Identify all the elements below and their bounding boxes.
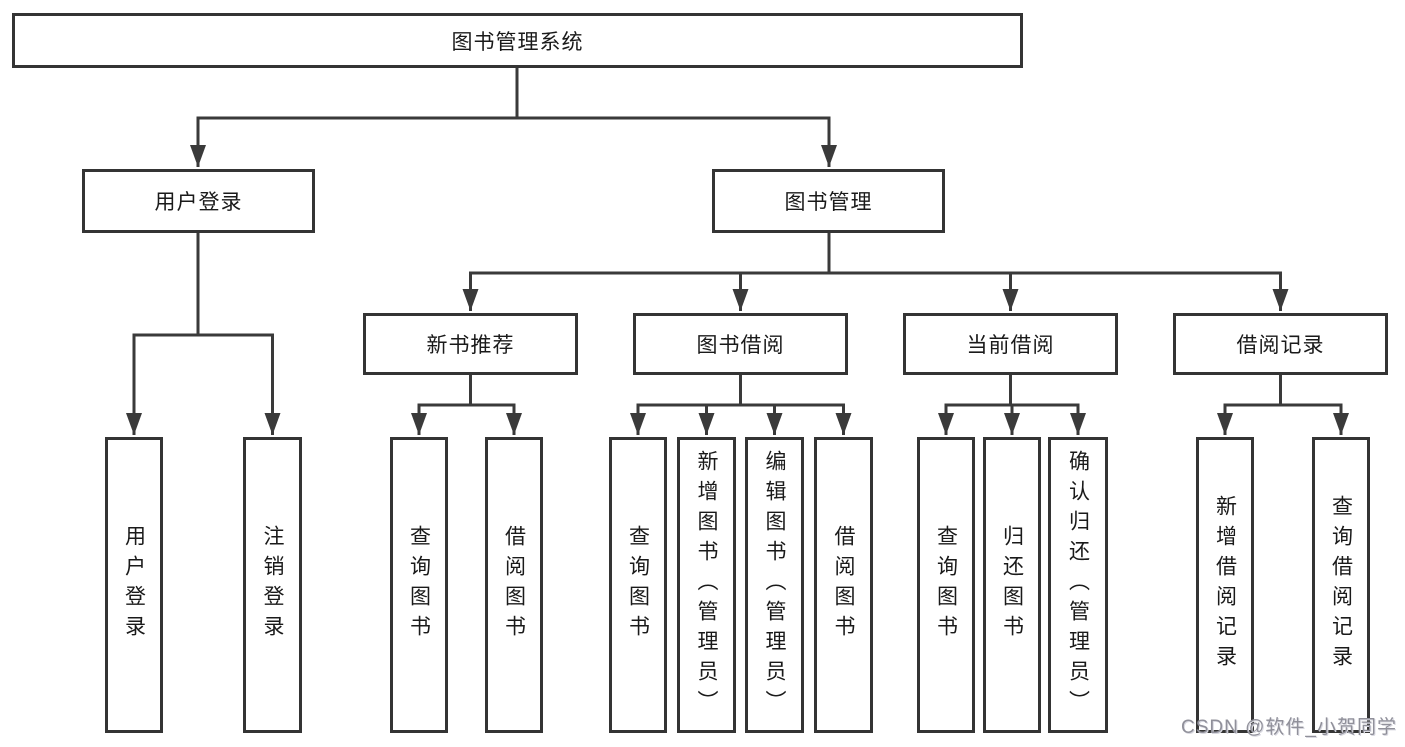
branch-book-management-label: 图书管理 bbox=[784, 191, 873, 214]
leaf-add-books-admin-label: 新增图书（管理员） bbox=[695, 450, 719, 720]
leaf-borrow-books: 借阅图书 bbox=[814, 437, 873, 733]
leaf-borrow-books-label: 借阅图书 bbox=[832, 525, 856, 645]
node-borrowing-records-label: 借阅记录 bbox=[1236, 334, 1325, 357]
node-book-borrowing: 图书借阅 bbox=[633, 313, 848, 375]
csdn-watermark: CSDN @软件_小贺同学 bbox=[1181, 717, 1397, 738]
branch-book-management: 图书管理 bbox=[712, 169, 945, 233]
leaf-confirm-return-admin: 确认归还（管理员） bbox=[1048, 437, 1108, 733]
leaf-add-borrow-record: 新增借阅记录 bbox=[1196, 437, 1254, 733]
leaf-return-books: 归还图书 bbox=[983, 437, 1041, 733]
leaf-user-login-label: 用户登录 bbox=[122, 525, 146, 645]
leaf-query-books-borrow: 查询图书 bbox=[609, 437, 667, 733]
node-current-borrowing-label: 当前借阅 bbox=[966, 334, 1055, 357]
leaf-user-login: 用户登录 bbox=[105, 437, 163, 733]
root-node: 图书管理系统 bbox=[12, 13, 1023, 68]
leaf-query-borrow-record-label: 查询借阅记录 bbox=[1329, 495, 1353, 675]
leaf-query-books-current: 查询图书 bbox=[917, 437, 975, 733]
leaf-confirm-return-admin-label: 确认归还（管理员） bbox=[1066, 450, 1090, 720]
leaf-query-books-recommend: 查询图书 bbox=[390, 437, 448, 733]
leaf-edit-books-admin: 编辑图书（管理员） bbox=[745, 437, 804, 733]
leaf-borrow-books-recommend: 借阅图书 bbox=[485, 437, 543, 733]
leaf-borrow-books-recommend-label: 借阅图书 bbox=[502, 525, 526, 645]
leaf-query-books-borrow-label: 查询图书 bbox=[626, 525, 650, 645]
leaf-add-borrow-record-label: 新增借阅记录 bbox=[1213, 495, 1237, 675]
branch-user-login-label: 用户登录 bbox=[154, 191, 243, 214]
leaf-return-books-label: 归还图书 bbox=[1000, 525, 1024, 645]
root-node-label: 图书管理系统 bbox=[451, 30, 584, 54]
leaf-query-borrow-record: 查询借阅记录 bbox=[1312, 437, 1370, 733]
leaf-edit-books-admin-label: 编辑图书（管理员） bbox=[763, 450, 787, 720]
leaf-query-books-recommend-label: 查询图书 bbox=[407, 525, 431, 645]
leaf-query-books-current-label: 查询图书 bbox=[934, 525, 958, 645]
leaf-logout-label: 注销登录 bbox=[261, 525, 285, 645]
node-book-borrowing-label: 图书借阅 bbox=[696, 334, 785, 357]
node-borrowing-records: 借阅记录 bbox=[1173, 313, 1388, 375]
node-new-book-recommendation-label: 新书推荐 bbox=[426, 334, 515, 357]
leaf-logout: 注销登录 bbox=[243, 437, 302, 733]
node-new-book-recommendation: 新书推荐 bbox=[363, 313, 578, 375]
node-current-borrowing: 当前借阅 bbox=[903, 313, 1118, 375]
leaf-add-books-admin: 新增图书（管理员） bbox=[677, 437, 736, 733]
branch-user-login: 用户登录 bbox=[82, 169, 315, 233]
